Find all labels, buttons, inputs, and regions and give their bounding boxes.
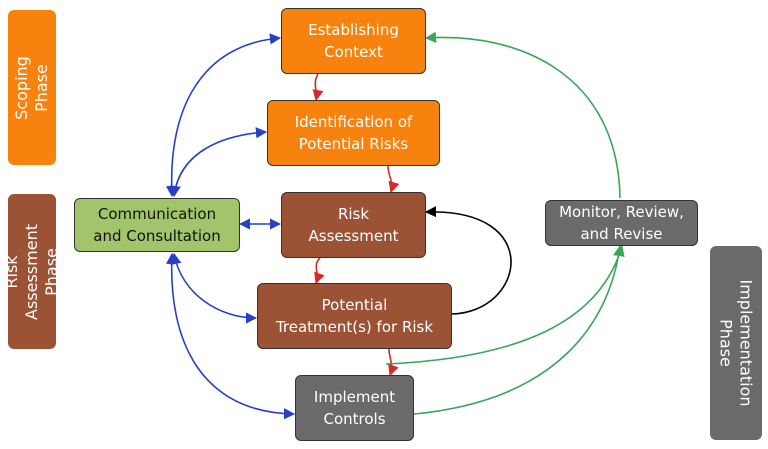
risk-assessment-phase-label: Risk Assessment Phase xyxy=(2,194,61,349)
implement-controls-box: Implement Controls xyxy=(295,375,414,441)
arrow-communication-implement xyxy=(165,252,296,420)
risk-assessment-text: Risk Assessment xyxy=(308,205,399,245)
establishing-context-text: Establishing Context xyxy=(308,21,399,61)
monitor-text: Monitor, Review, and Revise xyxy=(559,203,684,243)
arrow-identification-risk xyxy=(387,165,400,194)
arrow-establishing-identification xyxy=(312,73,324,102)
scoping-phase-label: Scoping Phase xyxy=(8,10,56,165)
implement-controls-text: Implement Controls xyxy=(313,388,396,428)
potential-treatment-text: Potential Treatment(s) for Risk xyxy=(275,296,434,336)
arrow-implement-monitor xyxy=(413,244,625,415)
monitor-box: Monitor, Review, and Revise xyxy=(545,200,698,246)
identification-text: Identification of Potential Risks xyxy=(294,113,413,153)
arrow-treatment-risk-loop xyxy=(424,206,512,315)
arrow-communication-identification xyxy=(169,127,268,198)
implementation-phase-label: Implementation Phase xyxy=(710,246,762,440)
potential-treatment-box: Potential Treatment(s) for Risk xyxy=(257,283,452,349)
arrow-treatment-implement xyxy=(388,348,399,377)
establishing-context-box: Establishing Context xyxy=(281,8,426,74)
arrow-treatment-monitor xyxy=(385,244,625,365)
identification-box: Identification of Potential Risks xyxy=(267,100,440,166)
risk-assessment-box: Risk Assessment xyxy=(281,192,426,258)
arrow-monitor-establishing xyxy=(424,31,621,199)
communication-text: Communication and Consultation xyxy=(93,205,221,245)
arrow-communication-establishing xyxy=(165,33,282,198)
arrow-communication-treatment xyxy=(170,252,258,324)
arrow-risk-treatment xyxy=(314,257,325,285)
communication-box: Communication and Consultation xyxy=(74,198,240,252)
